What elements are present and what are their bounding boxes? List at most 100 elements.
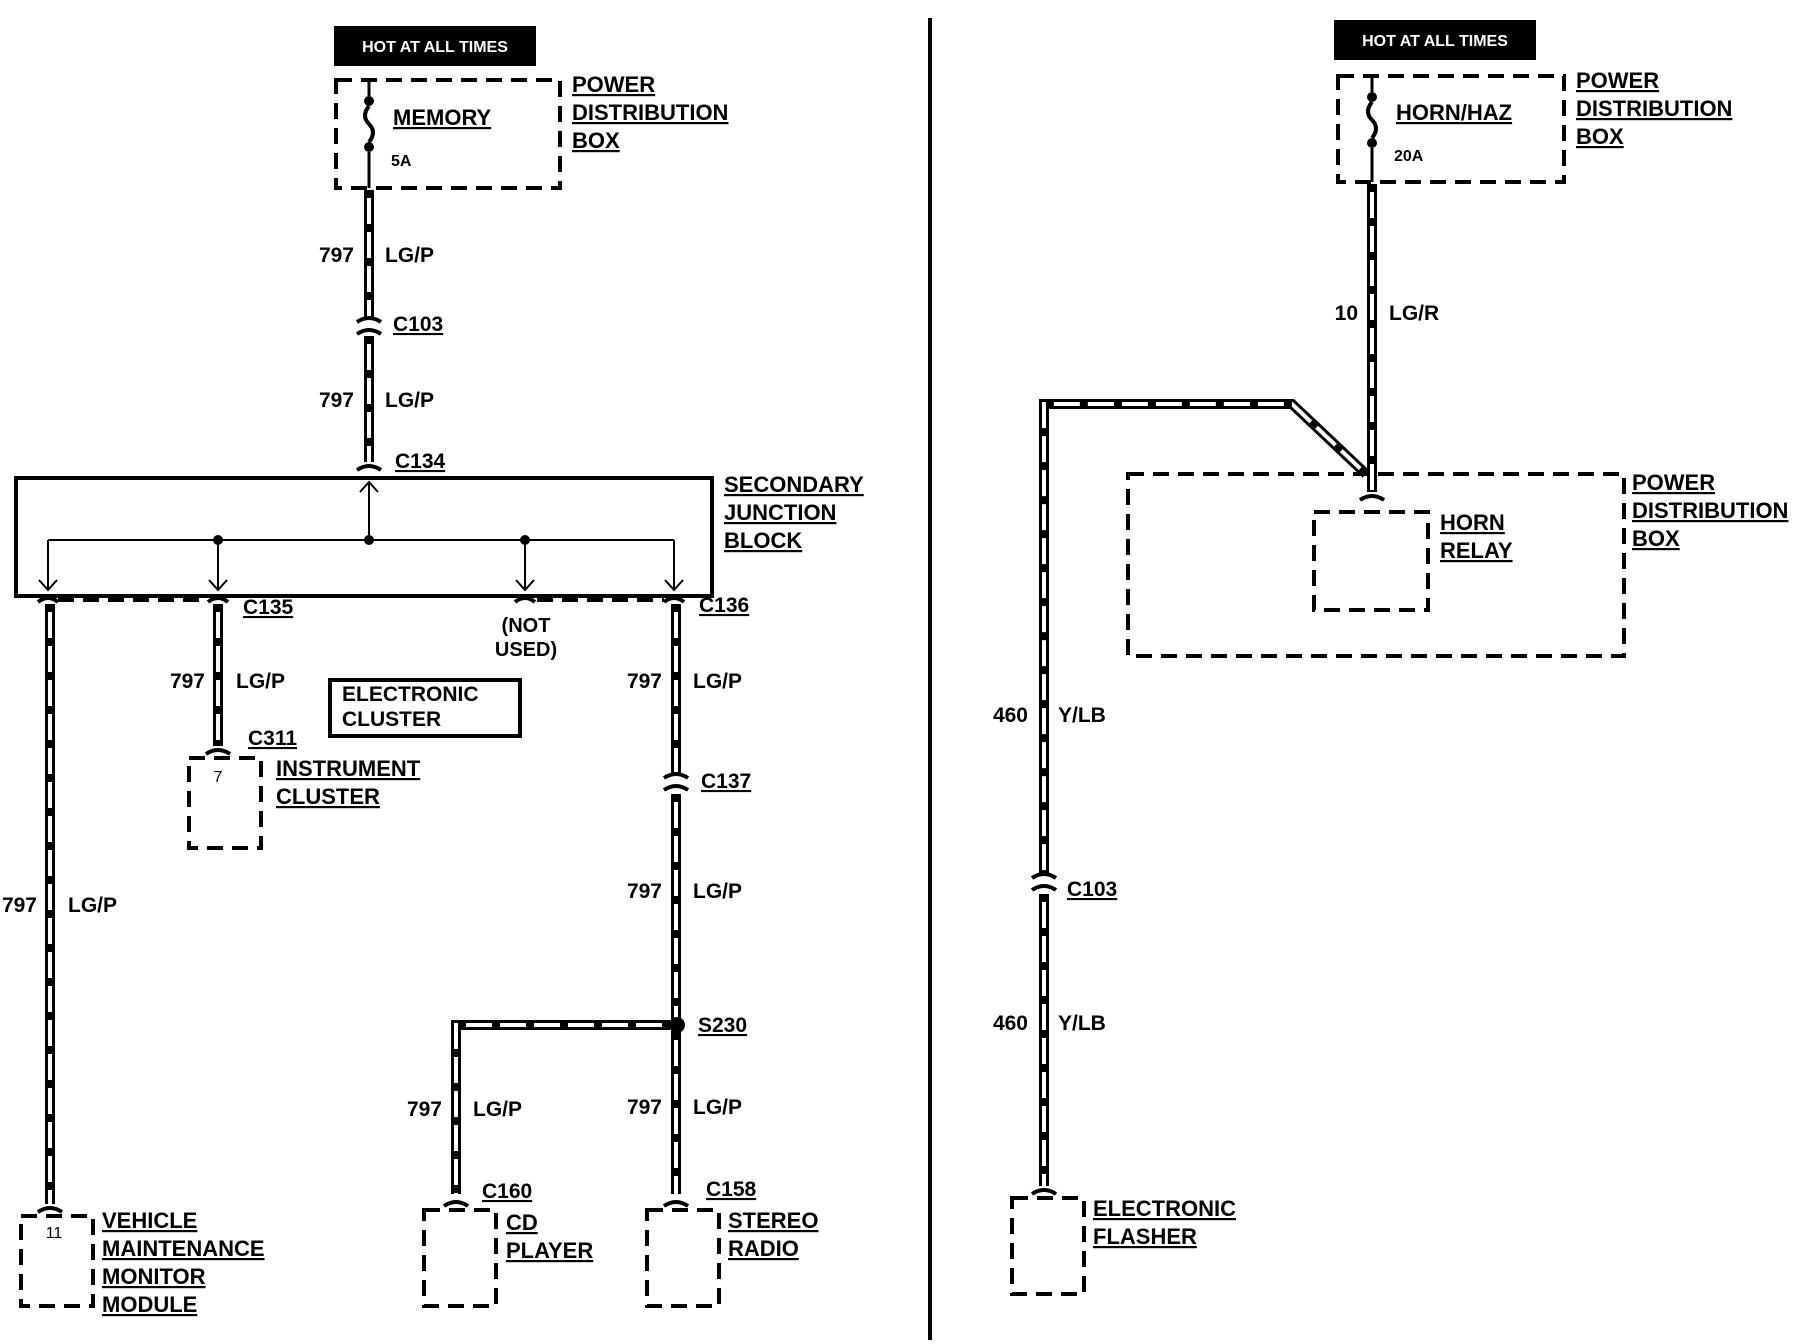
electronic-cluster-note-box xyxy=(328,678,522,738)
stereo-radio-line2: RADIO xyxy=(728,1236,799,1261)
wire-circuit-797-r2: 797 xyxy=(627,880,662,903)
electronic-cluster-line1: ELECTRONIC xyxy=(342,683,479,706)
pdb2-line2: DISTRIBUTION xyxy=(1632,498,1788,523)
horn-relay-line1: HORN xyxy=(1440,510,1505,535)
wire-circuit-797-r1: 797 xyxy=(627,670,662,693)
not-used-line2: USED) xyxy=(495,639,557,661)
connector-c137-icon xyxy=(662,772,690,792)
pdb2-line1: POWER xyxy=(1632,470,1715,495)
power-distribution-box-right xyxy=(1336,74,1566,184)
pdb-left-line2: DISTRIBUTION xyxy=(572,100,728,125)
sjb-line1: SECONDARY xyxy=(724,472,864,497)
horn-relay-connector-icon xyxy=(1358,494,1386,502)
power-distribution-box-left xyxy=(334,78,562,190)
arrow-down-icon xyxy=(38,579,684,592)
secondary-junction-block xyxy=(14,476,714,598)
wire-color-lgp-top1: LG/P xyxy=(385,244,434,267)
wire-circuit-460-a: 460 xyxy=(993,704,1028,727)
splice-s230-icon xyxy=(669,1017,685,1033)
wire-797-cd-player xyxy=(451,1020,670,1194)
wire-circuit-797-radio: 797 xyxy=(627,1096,662,1119)
connector-c311: C311 xyxy=(248,727,297,750)
pdb-left-line1: POWER xyxy=(572,72,655,97)
not-used-line1: (NOT xyxy=(502,615,551,637)
cd-player-box xyxy=(422,1208,498,1308)
vmm-pin: 11 xyxy=(46,1225,63,1242)
instrument-cluster-box xyxy=(187,756,263,850)
wire-460-ylb xyxy=(1039,399,1370,1186)
connector-not-used-icon xyxy=(513,596,537,604)
horn-relay-box xyxy=(1312,510,1430,612)
instrument-cluster-line1: INSTRUMENT xyxy=(276,756,421,781)
connector-flasher-icon xyxy=(1030,1188,1058,1196)
memory-fuse-icon xyxy=(363,80,375,188)
wire-color-lgp-radio: LG/P xyxy=(693,1096,742,1119)
connector-c134: C134 xyxy=(395,450,446,473)
connector-c158: C158 xyxy=(706,1178,757,1201)
stereo-radio-line1: STEREO xyxy=(728,1208,818,1233)
electronic-flasher-line2: FLASHER xyxy=(1093,1224,1197,1249)
electronic-cluster-line2: CLUSTER xyxy=(342,708,441,731)
wire-color-lgp-r2: LG/P xyxy=(693,880,742,903)
vmm-line1: VEHICLE xyxy=(102,1208,197,1233)
vmm-box xyxy=(19,1214,95,1308)
wire-color-lgp-r1: LG/P xyxy=(693,670,742,693)
wire-circuit-797-top1: 797 xyxy=(319,244,354,267)
connector-c136-icon xyxy=(662,596,686,604)
sjb-line2: JUNCTION xyxy=(724,500,836,525)
connector-c103-left: C103 xyxy=(393,313,443,336)
connector-c160: C160 xyxy=(482,1180,532,1203)
hot-at-all-times-box-left xyxy=(334,26,536,66)
wire-color-lgp-ic: LG/P xyxy=(236,670,285,693)
horn-haz-fuse-icon xyxy=(1366,76,1378,182)
stereo-radio-box xyxy=(645,1208,721,1308)
sjb-line3: BLOCK xyxy=(724,528,802,553)
connector-c135: C135 xyxy=(243,596,294,619)
connector-c103-left-icon xyxy=(355,316,383,336)
connector-vmm-icon xyxy=(36,1206,64,1214)
memory-fuse-label: MEMORY xyxy=(393,105,492,130)
wire-circuit-797-ic: 797 xyxy=(170,670,205,693)
connector-c137: C137 xyxy=(701,770,751,793)
power-distribution-box-relay xyxy=(1126,472,1626,658)
connector-c158-icon xyxy=(662,1200,690,1208)
cd-player-line2: PLAYER xyxy=(506,1238,593,1263)
wire-color-ylb-a: Y/LB xyxy=(1058,704,1106,727)
hot-at-all-times-box-right xyxy=(1334,20,1536,60)
wire-circuit-797-cd: 797 xyxy=(407,1098,442,1121)
connector-c311-icon xyxy=(204,748,232,756)
splice-s230: S230 xyxy=(698,1014,747,1037)
instrument-cluster-pin: 7 xyxy=(214,769,223,786)
horn-haz-fuse-rating: 20A xyxy=(1394,148,1424,165)
connector-c103-right-icon xyxy=(1030,872,1058,892)
connector-c103-right: C103 xyxy=(1067,878,1117,901)
wire-color-lgp-cd: LG/P xyxy=(473,1098,522,1121)
vmm-line2: MAINTENANCE xyxy=(102,1236,265,1261)
wire-color-lgr: LG/R xyxy=(1389,302,1439,325)
horn-haz-fuse-label: HORN/HAZ xyxy=(1396,100,1512,125)
junction-block-bus xyxy=(47,482,675,590)
connector-c134-icon xyxy=(355,464,383,472)
connector-c135-icon xyxy=(36,596,230,604)
horn-relay-line2: RELAY xyxy=(1440,538,1513,563)
instrument-cluster-line2: CLUSTER xyxy=(276,784,380,809)
pdb2-line3: BOX xyxy=(1632,526,1680,551)
electronic-flasher-line1: ELECTRONIC xyxy=(1093,1196,1236,1221)
wire-circuit-460-b: 460 xyxy=(993,1012,1028,1035)
wire-color-lgp-top2: LG/P xyxy=(385,389,434,412)
pdb-right-line2: DISTRIBUTION xyxy=(1576,96,1732,121)
pdb-right-line3: BOX xyxy=(1576,124,1624,149)
wire-color-lgp-vmm: LG/P xyxy=(68,894,117,917)
pdb-right-line1: POWER xyxy=(1576,68,1659,93)
wire-circuit-10: 10 xyxy=(1335,302,1358,325)
pdb-left-line3: BOX xyxy=(572,128,620,153)
electronic-flasher-box xyxy=(1010,1196,1086,1296)
memory-fuse-rating: 5A xyxy=(391,153,412,170)
hot-at-all-times-label-right: HOT AT ALL TIMES xyxy=(1362,33,1508,50)
wire-circuit-797-top2: 797 xyxy=(319,389,354,412)
cd-player-line1: CD xyxy=(506,1210,538,1235)
wire-circuit-797-vmm: 797 xyxy=(2,894,37,917)
vmm-line4: MODULE xyxy=(102,1292,197,1317)
arrow-up-icon xyxy=(359,480,379,493)
